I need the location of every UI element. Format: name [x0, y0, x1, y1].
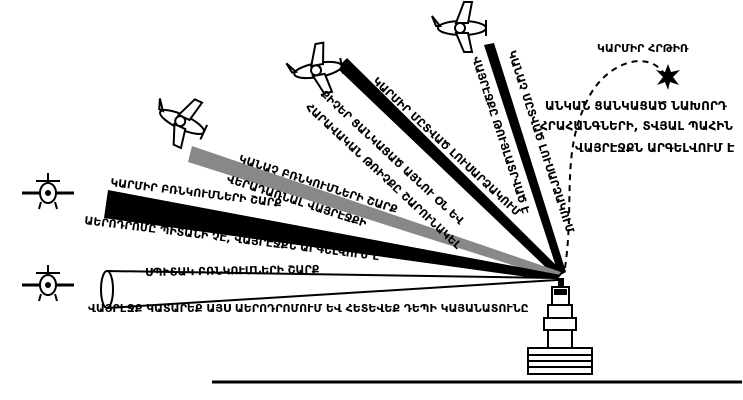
beam-1 — [484, 43, 566, 276]
red-flare-label: ԿԱՐՄԻՐ ՀՐԹԻՌ — [597, 42, 689, 55]
airplane-icon — [282, 39, 347, 100]
beam-5-label-2: ՎԱՅՐԷՋՔ ԿԱՏԱՐԵՔ ԱՅՍ ԱԵՐՈԴՐՈՄՈՒՄ ԵՎ ՀԵՏԵՎ… — [88, 302, 529, 315]
beam-4 — [104, 190, 561, 281]
flare-note-line1: ԱՆԿԱՆ ՑԱՆԿԱՑԱԾ ՆԱԽՈՐԴ — [545, 99, 727, 113]
flare-note-line3: ՎԱՅՐԷՋՔՆ ԱՐԳԵԼՎՈՒՄ Է — [575, 141, 735, 155]
flare-note-line2: ՀՐԱՀԱՆԳՆԵՐԻ, ՏՎՅԱԼ ՊԱՀԻՆ — [540, 119, 733, 133]
airplane-icon — [20, 263, 76, 303]
beam-2-label-3: ՀԱՐԱՎԱԿԱՆ ԹՌԻՉՔԸ ՇԱՐՈՒՆԱԿԵԼ — [303, 101, 464, 253]
beam-3 — [188, 146, 561, 279]
beam-5 — [100, 269, 558, 310]
flare-trajectory — [564, 60, 666, 269]
control-tower-icon — [527, 278, 593, 375]
airplane-icon — [143, 84, 216, 155]
airplane-icon — [20, 171, 76, 211]
airplane-icon — [431, 1, 487, 53]
beam-5-label-1: ՍՊԻՏԱԿ ԲՌՆԿՈՒՄՆԵՐԻ ՇԱՐՔ — [145, 263, 320, 279]
starburst-icon — [656, 64, 680, 90]
beam-2 — [337, 58, 563, 277]
